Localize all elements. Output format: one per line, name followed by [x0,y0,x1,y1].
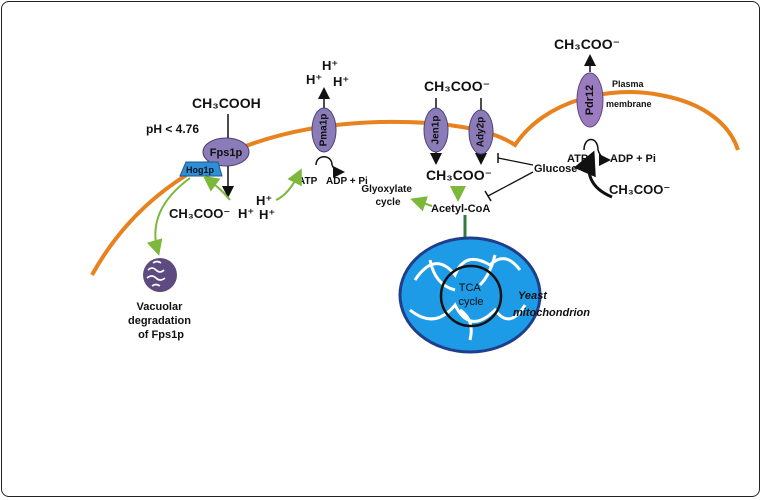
hog1p-activation-arrow [202,175,231,201]
acetate-in-right-label: CH₃COO⁻ [609,182,670,197]
degradation-arrow [146,177,191,256]
vacuole-icon [143,258,177,292]
glyoxylate-label: Glyoxylate cycle [361,184,414,208]
fps1p-label: Fps1p [210,147,243,159]
pdr12-protein[interactable] [576,72,604,128]
acetate-export-arrow [573,150,613,199]
pma1p-label: Pma1p [319,114,330,147]
h-in-1-label: H⁺ [238,206,254,221]
vacuolar-degradation-label: Vacuolar degradation of Fps1p [128,301,194,341]
jen1p-protein[interactable] [423,107,449,153]
inhibit-bar-2 [484,190,492,202]
acetic-acid-label: CH₃COOH [192,95,261,111]
jen1p-label: Jen1p [431,116,442,145]
pdr12-atp-label: ATP [567,153,588,165]
mitochondrion [398,236,542,354]
tca-cycle-label: TCA cycle [458,282,483,308]
plasma-membrane-label: Plasma membrane [606,79,652,109]
pma1p-protein[interactable] [311,107,337,153]
glucose-label: Glucose [534,163,577,175]
acetate-in-left-label: CH₃COO⁻ [169,206,230,221]
fps1p-protein[interactable] [202,137,250,167]
pma1p-atp-label: ATP [298,176,318,187]
proton-pump-arrow [275,168,302,201]
ph-label: pH < 4.76 [146,122,199,136]
hog1p-label: Hog1p [186,165,215,175]
h-out-2-label: H⁺ [306,72,322,87]
pma1p-adp-label: ADP + Pi [326,176,368,187]
pma1p-atp-arrow [331,164,345,178]
pdr12-label: Pdr12 [584,85,596,116]
acetyl-coa-label: Acetyl-CoA [431,203,490,215]
acetate-top-mid-label: CH₃COO⁻ [424,78,490,94]
h-out-1-label: H⁺ [322,58,338,73]
glucose-inhibit-transport [497,157,534,166]
ady2p-label: Ady2p [476,117,487,148]
h-in-3-label: H⁺ [259,207,275,222]
hog1p-protein[interactable] [179,161,223,177]
glyoxylate-arrow [410,196,433,212]
ady2p-protein[interactable] [468,109,494,155]
pdr12-adp-label: ADP + Pi [610,153,656,165]
h-out-3-label: H⁺ [333,74,349,89]
mitochondrion-label: Yeast mitochondrion [513,290,590,319]
acetate-in-mid-label: CH₃COO⁻ [426,167,492,183]
acetate-out-right-label: CH₃COO⁻ [554,36,620,52]
h-in-2-label: H⁺ [256,193,272,208]
glucose-inhibit-acetylcoa [487,171,534,197]
pdr12-atp-arrow [597,149,611,166]
